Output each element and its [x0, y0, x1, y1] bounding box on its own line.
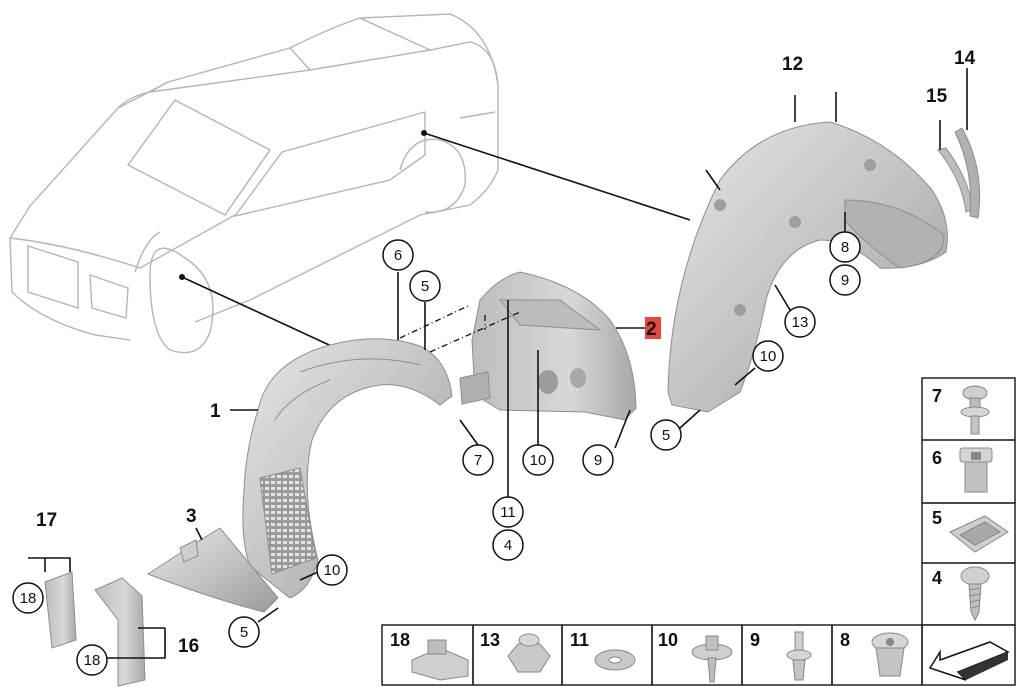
circle-callout-18-right: 18: [76, 644, 108, 676]
car-outline: [9, 13, 499, 354]
plastic-nut-icon: [871, 632, 909, 677]
circle-callout-5-front: 5: [228, 616, 260, 648]
push-rivet-icon: [960, 385, 990, 435]
callout-17: 17: [36, 510, 57, 531]
circle-callout-11: 11: [492, 496, 524, 528]
circle-callout-10-front: 10: [316, 554, 348, 586]
circle-callout-5-center: 5: [409, 270, 441, 302]
washer-icon: [594, 649, 636, 671]
legend-label-10: 10: [658, 630, 678, 650]
svg-text:8: 8: [841, 239, 849, 256]
front-wheel-arch-liner: [242, 338, 453, 599]
callout-1: 1: [210, 401, 221, 422]
expanding-nut-icon: [959, 447, 993, 493]
svg-text:11: 11: [500, 504, 516, 521]
legend-right-column: 7 6 5 4: [921, 377, 1016, 626]
callout-2: 2: [646, 319, 657, 340]
svg-text:9: 9: [594, 452, 602, 469]
circle-callout-5-rear: 5: [650, 419, 682, 451]
callout-14: 14: [954, 48, 976, 69]
screw-icon: [960, 566, 990, 622]
callout-15: 15: [926, 86, 948, 107]
legend-label-6: 6: [932, 448, 942, 468]
wheel-arch-cover: [459, 271, 637, 421]
spring-nut-icon: [949, 515, 1009, 553]
callout-12: 12: [782, 54, 803, 75]
flange-screw-icon: [691, 635, 733, 683]
svg-text:18: 18: [20, 590, 37, 607]
circle-callout-18-left: 18: [12, 582, 44, 614]
circle-callout-13: 13: [784, 306, 816, 338]
callout-16: 16: [178, 636, 199, 657]
svg-text:13: 13: [792, 314, 809, 331]
legend-label-5: 5: [932, 508, 942, 528]
circle-callout-10-rear: 10: [752, 340, 784, 372]
svg-text:10: 10: [760, 348, 777, 365]
svg-text:7: 7: [474, 452, 482, 469]
svg-text:9: 9: [841, 272, 849, 289]
rivet-pin-icon: [786, 631, 812, 681]
legend-label-9: 9: [750, 630, 760, 650]
circled-callouts: 6 5 7 10 9 11 4 10 5 18 18 8 9 13 10 5: [12, 231, 861, 676]
circle-callout-10-center: 10: [522, 444, 554, 476]
svg-text:10: 10: [530, 452, 547, 469]
callout-3: 3: [186, 506, 197, 527]
legend-bottom-row: 18 13 11 10 9 8: [381, 624, 1016, 686]
circle-callout-4: 4: [492, 529, 524, 561]
circle-callout-9-rear: 9: [829, 264, 861, 296]
svg-text:5: 5: [662, 427, 670, 444]
svg-text:6: 6: [394, 247, 402, 264]
circle-callout-8: 8: [829, 231, 861, 263]
svg-text:18: 18: [84, 652, 101, 669]
clip-icon: [411, 639, 469, 681]
legend-label-13: 13: [480, 630, 500, 650]
svg-text:10: 10: [324, 562, 341, 579]
rear-wheel-arch-liner: [667, 121, 948, 413]
circle-callout-7: 7: [462, 444, 494, 476]
circle-callout-6: 6: [382, 239, 414, 271]
hex-nut-icon: [507, 633, 551, 673]
legend-label-4: 4: [932, 568, 942, 588]
legend-label-18: 18: [390, 630, 410, 650]
callout-labels: 1 2 3 12 14 15 17 16: [36, 48, 976, 657]
legend-label-7: 7: [932, 386, 942, 406]
highlight-box: [645, 317, 661, 339]
svg-text:5: 5: [421, 278, 429, 295]
side-strip-left: [44, 571, 77, 649]
front-bracket: [146, 527, 279, 613]
rear-trim-strips: [937, 127, 981, 219]
circle-callout-9-center: 9: [582, 444, 614, 476]
svg-text:4: 4: [504, 537, 512, 554]
side-strip-right: [94, 577, 146, 687]
leader-lines: [28, 68, 968, 659]
next-page-arrow-icon[interactable]: [928, 641, 1010, 681]
legend-label-11: 11: [570, 630, 589, 650]
legend-label-8: 8: [840, 630, 850, 650]
svg-text:5: 5: [240, 624, 248, 641]
car-leader-lines: [179, 130, 691, 351]
